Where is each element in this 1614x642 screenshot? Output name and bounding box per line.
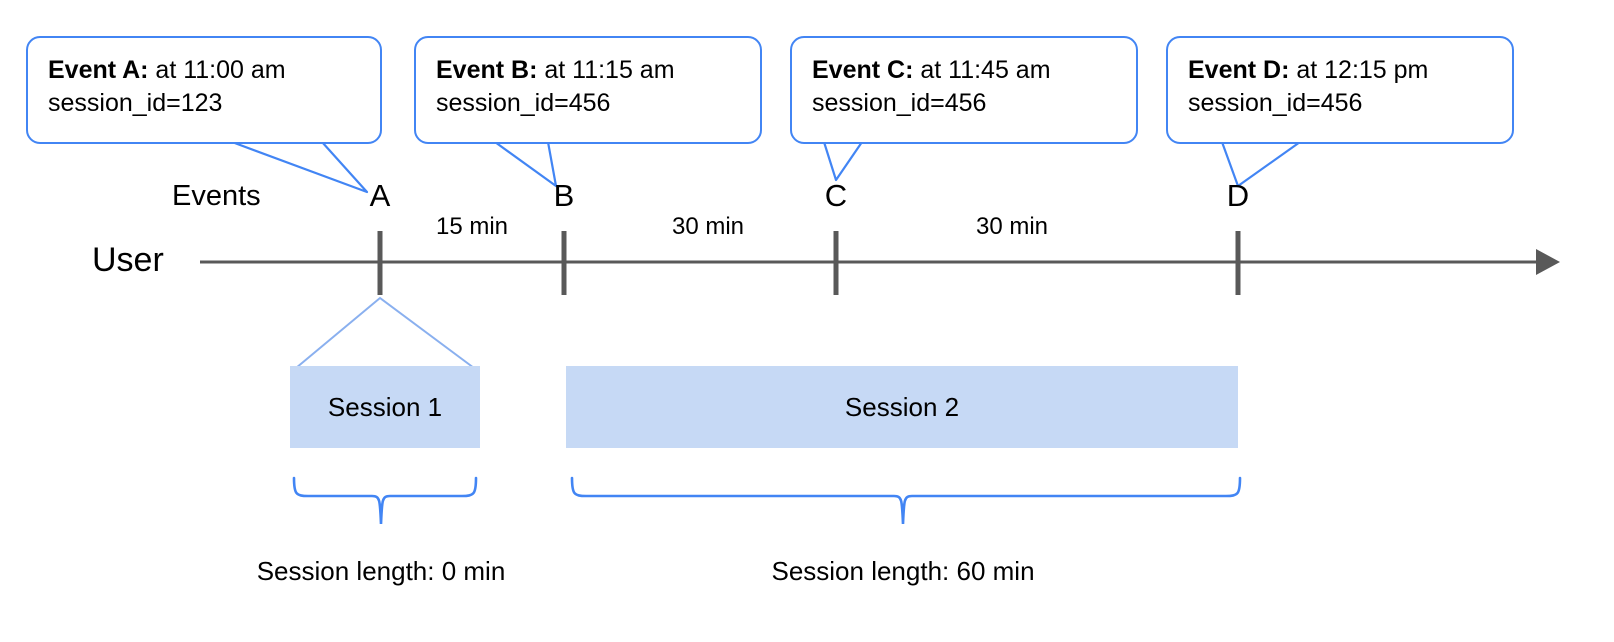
events-row-label: Events <box>172 180 261 212</box>
callout-event-d-time: at 12:15 pm <box>1289 56 1429 84</box>
callout-event-d-line1: Event D: at 12:15 pm <box>1188 54 1496 87</box>
interval-label-a-b: 15 min <box>435 213 509 240</box>
callout-event-a-name: Event A: <box>48 56 149 84</box>
callout-event-c-name: Event C: <box>812 56 914 84</box>
callout-event-d[interactable]: Event D: at 12:15 pm session_id=456 <box>1166 36 1514 144</box>
session-bar-2-label: Session 2 <box>844 391 960 422</box>
event-letter-a: A <box>369 178 391 213</box>
session-bar-1[interactable]: Session 1 <box>290 366 480 448</box>
callout-event-a-session-id: session_id=123 <box>48 89 223 117</box>
callout-event-b-time: at 11:15 am <box>537 56 675 84</box>
callout-event-a-line1: Event A: at 11:00 am <box>48 54 364 87</box>
callout-event-a-time: at 11:00 am <box>148 56 286 84</box>
user-row-label: User <box>92 241 164 279</box>
interval-label-c-d: 30 min <box>975 213 1049 240</box>
callout-event-d-session-id: session_id=456 <box>1188 89 1363 117</box>
callout-event-c-session-id: session_id=456 <box>812 89 987 117</box>
callout-event-c-time: at 11:45 am <box>913 56 1051 84</box>
callout-event-d-name: Event D: <box>1188 56 1290 84</box>
callout-tail-event-c <box>822 141 863 182</box>
event-letter-c: C <box>824 178 848 213</box>
session-2-length-label: Session length: 60 min <box>771 556 1035 586</box>
interval-label-b-c: 30 min <box>671 213 745 240</box>
callout-event-c-line1: Event C: at 11:45 am <box>812 54 1120 87</box>
callout-event-c[interactable]: Event C: at 11:45 am session_id=456 <box>790 36 1138 144</box>
callout-event-b-session-id: session_id=456 <box>436 89 611 117</box>
session-2-brace <box>570 476 1242 525</box>
event-letter-d: D <box>1226 178 1250 213</box>
session-bar-2[interactable]: Session 2 <box>566 366 1238 448</box>
session-1-length-label: Session length: 0 min <box>256 556 506 586</box>
callout-event-b[interactable]: Event B: at 11:15 am session_id=456 <box>414 36 762 144</box>
callout-event-b-name: Event B: <box>436 56 538 84</box>
timeline-arrowhead <box>1536 249 1560 275</box>
session-1-brace <box>292 476 478 525</box>
session-1-leader-lines <box>295 296 475 369</box>
callout-event-b-line1: Event B: at 11:15 am <box>436 54 744 87</box>
session-bar-1-label: Session 1 <box>327 391 443 422</box>
event-letter-b: B <box>553 178 575 213</box>
callout-event-a[interactable]: Event A: at 11:00 am session_id=123 <box>26 36 382 144</box>
